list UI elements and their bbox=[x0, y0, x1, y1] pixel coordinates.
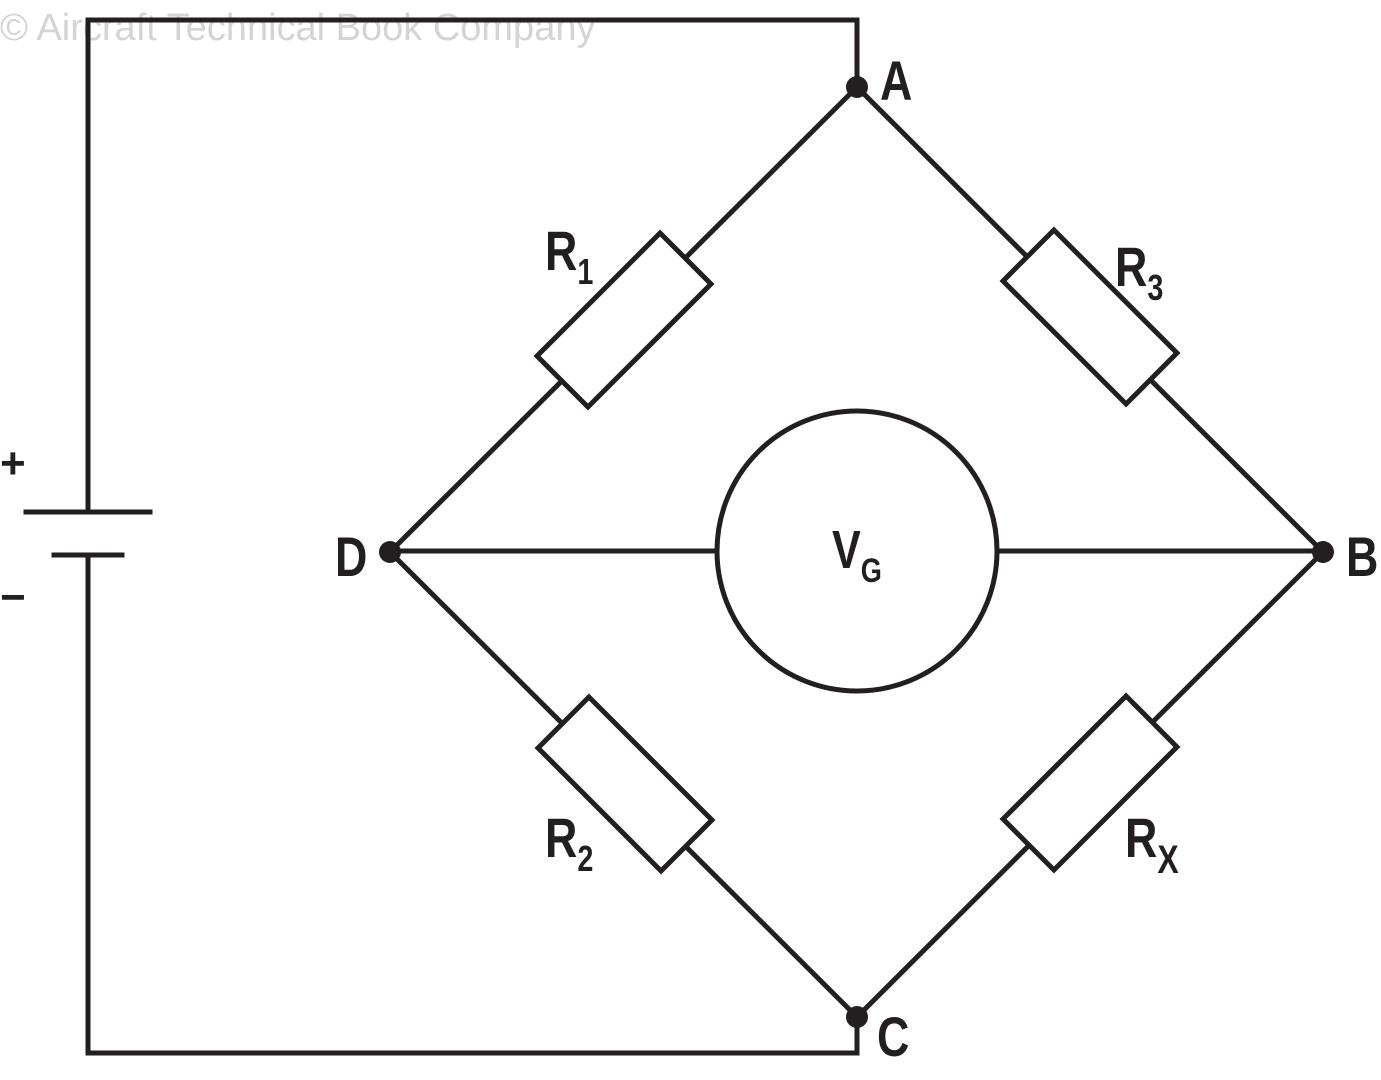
resistor-r1 bbox=[533, 229, 715, 411]
node-b-label: B bbox=[1346, 525, 1378, 588]
battery-plus-label: + bbox=[0, 439, 26, 488]
node-c-dot bbox=[846, 1006, 868, 1028]
resistor-rx bbox=[999, 692, 1181, 874]
r1-label: R1 bbox=[545, 219, 593, 292]
node-d-label: D bbox=[335, 525, 367, 588]
node-c-label: C bbox=[877, 1005, 909, 1068]
rx-label: RX bbox=[1125, 806, 1179, 882]
node-a-dot bbox=[846, 76, 868, 98]
battery-minus-label: − bbox=[0, 573, 26, 622]
watermark: © Aircraft Technical Book Company bbox=[0, 7, 595, 49]
galvanometer bbox=[714, 408, 1000, 694]
node-d-dot bbox=[379, 541, 401, 563]
r2-label: R2 bbox=[545, 806, 593, 879]
r3-label: R3 bbox=[1115, 235, 1163, 308]
resistor-r2 bbox=[534, 693, 716, 875]
wire-battery-negative-to-c bbox=[85, 554, 860, 1056]
meter-label: VG bbox=[832, 521, 882, 590]
node-a-label: A bbox=[880, 49, 912, 112]
resistor-r3 bbox=[999, 226, 1181, 408]
node-b-dot bbox=[1312, 541, 1334, 563]
wire-battery-positive-to-a bbox=[85, 17, 860, 513]
